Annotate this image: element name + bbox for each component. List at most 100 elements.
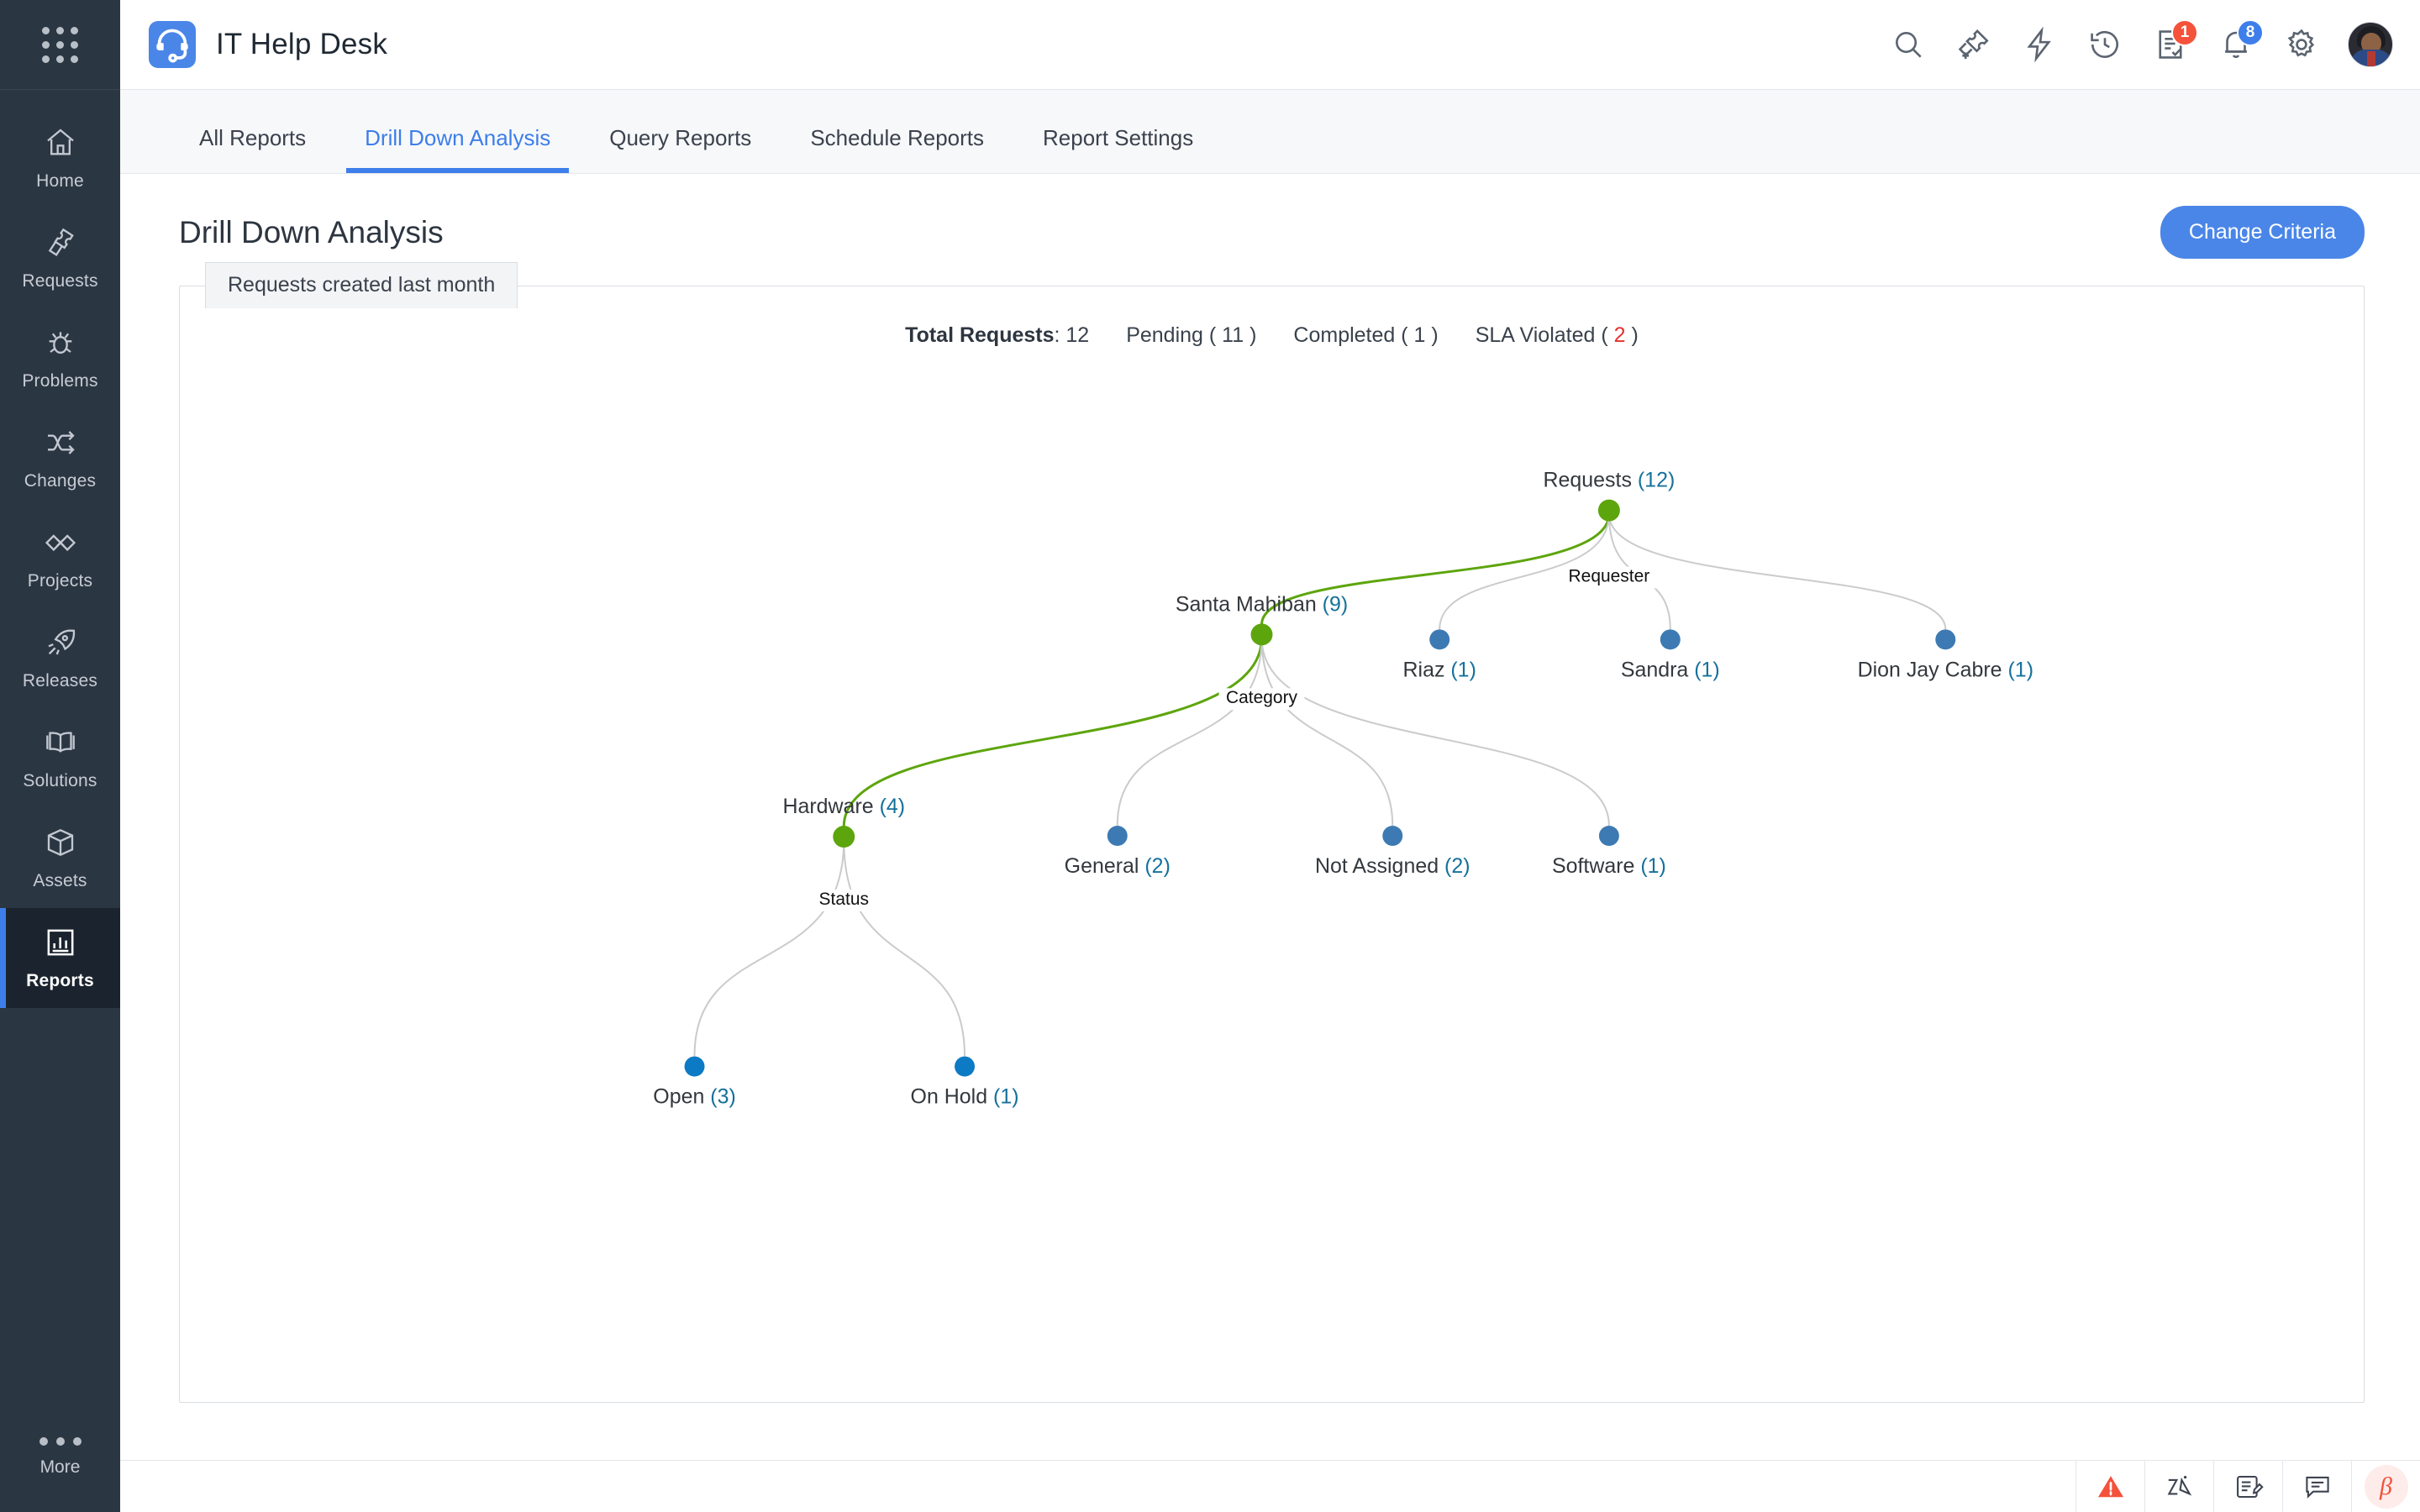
summary-completed: Completed ( 1 )	[1293, 323, 1439, 347]
shuffle-icon	[43, 425, 78, 460]
home-icon	[43, 125, 78, 160]
tree-node-label[interactable]: Open (3)	[653, 1085, 735, 1109]
sidebar-item-label: Reports	[26, 971, 94, 990]
sidebar-item-changes[interactable]: Changes	[0, 408, 120, 508]
sidebar-item-reports[interactable]: Reports	[0, 908, 120, 1008]
tab-report-settings[interactable]: Report Settings	[1043, 125, 1194, 150]
tree-node-label[interactable]: Software (1)	[1552, 854, 1666, 878]
tree-node-label[interactable]: Santa Mahiban (9)	[1176, 592, 1348, 616]
header-icon-group: 1 8	[1889, 19, 2393, 67]
tree-node-label[interactable]: On Hold (1)	[911, 1085, 1019, 1109]
left-sidebar: Home Requests Problems Changes	[0, 0, 120, 1512]
tree-node-dot[interactable]	[1598, 826, 1619, 846]
user-avatar[interactable]	[2348, 22, 2393, 67]
beta-badge[interactable]: β	[2351, 1461, 2420, 1512]
app-grid-icon[interactable]	[0, 0, 120, 90]
sidebar-item-label: Changes	[24, 471, 97, 491]
tree-node-label[interactable]: Not Assigned (2)	[1315, 854, 1470, 878]
tree-node[interactable]: Riaz (1)	[1403, 629, 1476, 681]
tree-node-dot[interactable]	[1382, 826, 1403, 846]
tree-edge	[1260, 638, 1394, 827]
tree-node-label[interactable]: Hardware (4)	[782, 795, 905, 818]
add-request-icon[interactable]	[1954, 25, 1993, 64]
sidebar-item-label: Home	[36, 171, 84, 191]
tree-edge	[842, 638, 1264, 827]
tree-edge-label: Status	[819, 890, 869, 909]
main-area: IT Help Desk 1	[120, 0, 2420, 1512]
projects-icon	[43, 525, 78, 560]
summary-total: Total Requests: 12	[905, 323, 1089, 348]
change-criteria-button[interactable]: Change Criteria	[2160, 206, 2365, 259]
beta-label: β	[2364, 1464, 2408, 1509]
book-icon	[43, 725, 78, 760]
sidebar-item-label: Solutions	[23, 771, 97, 790]
tree-edge	[843, 840, 966, 1057]
sidebar-item-home[interactable]: Home	[0, 108, 120, 208]
sidebar-item-requests[interactable]: Requests	[0, 208, 120, 308]
tree-node[interactable]: Sandra (1)	[1621, 629, 1720, 681]
tree-node-label[interactable]: Dion Jay Cabre (1)	[1858, 658, 2033, 681]
tree-edge	[693, 840, 845, 1057]
sidebar-item-label: Requests	[22, 271, 98, 291]
report-card: Requests created last month Total Reques…	[179, 262, 2365, 1403]
sidebar-item-releases[interactable]: Releases	[0, 608, 120, 708]
tree-node-dot[interactable]	[955, 1056, 976, 1077]
alert-triangle-icon[interactable]	[2075, 1461, 2144, 1512]
tree-node-dot[interactable]	[1429, 629, 1450, 650]
tree-node[interactable]: Hardware (4)	[782, 795, 905, 848]
tree-node-label[interactable]: Requests (12)	[1544, 469, 1676, 492]
sidebar-item-problems[interactable]: Problems	[0, 308, 120, 408]
report-tabs: All Reports Drill Down Analysis Query Re…	[120, 90, 2420, 174]
tree-node-label[interactable]: General (2)	[1065, 854, 1171, 878]
tree-node-dot[interactable]	[1107, 826, 1128, 846]
tab-all-reports[interactable]: All Reports	[199, 125, 307, 150]
summary-sla-value: 2	[1613, 323, 1626, 347]
summary-total-label: Total Requests	[905, 323, 1055, 347]
brand[interactable]: IT Help Desk	[149, 21, 387, 68]
quick-action-icon[interactable]	[2020, 25, 2059, 64]
summary-total-value: : 12	[1054, 323, 1090, 347]
report-card-tab[interactable]: Requests created last month	[205, 262, 518, 308]
summary-bar: Total Requests: 12 Pending ( 11 ) Comple…	[180, 323, 2364, 348]
tree-node-label[interactable]: Sandra (1)	[1621, 658, 1720, 681]
tree-node-dot[interactable]	[1597, 499, 1620, 522]
tree-node[interactable]: Software (1)	[1552, 826, 1666, 878]
tree-node[interactable]: Open (3)	[653, 1056, 736, 1109]
tree-node[interactable]: Not Assigned (2)	[1315, 826, 1470, 878]
tree-node[interactable]: Dion Jay Cabre (1)	[1858, 629, 2033, 681]
notes-edit-icon[interactable]	[2213, 1461, 2282, 1512]
tree-node-dot[interactable]	[833, 826, 855, 848]
tree-edge	[1607, 513, 1947, 630]
tree-node[interactable]: Requests (12)	[1544, 469, 1676, 522]
sidebar-item-more[interactable]: More	[0, 1403, 120, 1512]
tree-node-label[interactable]: Riaz (1)	[1403, 658, 1476, 681]
tree-node-dot[interactable]	[684, 1056, 705, 1077]
sidebar-item-assets[interactable]: Assets	[0, 808, 120, 908]
chat-icon[interactable]	[2282, 1461, 2351, 1512]
zia-icon[interactable]	[2144, 1461, 2213, 1512]
notification-icon[interactable]: 8	[2217, 19, 2264, 64]
tree-node[interactable]: Santa Mahiban (9)	[1176, 592, 1348, 646]
rocket-icon	[43, 625, 78, 660]
tree-node-dot[interactable]	[1660, 629, 1681, 650]
headset-icon	[149, 21, 196, 68]
tree-node[interactable]: On Hold (1)	[911, 1056, 1019, 1109]
sidebar-item-label: Releases	[22, 671, 98, 690]
sidebar-item-projects[interactable]: Projects	[0, 508, 120, 608]
settings-gear-icon[interactable]	[2282, 25, 2321, 64]
tab-query-reports[interactable]: Query Reports	[609, 125, 752, 150]
tree-node[interactable]: General (2)	[1065, 826, 1171, 878]
history-icon[interactable]	[2086, 25, 2124, 64]
sidebar-item-solutions[interactable]: Solutions	[0, 708, 120, 808]
approvals-icon[interactable]: 1	[2151, 19, 2198, 64]
search-icon[interactable]	[1889, 25, 1928, 64]
tab-drill-down-analysis[interactable]: Drill Down Analysis	[346, 125, 570, 173]
tree-node-dot[interactable]	[1250, 623, 1273, 646]
summary-sla-violated: SLA Violated ( 2 )	[1475, 323, 1639, 347]
sidebar-item-label: More	[39, 1457, 81, 1477]
tab-schedule-reports[interactable]: Schedule Reports	[810, 125, 984, 150]
tree-node-dot[interactable]	[1935, 629, 1956, 650]
tree-edge	[1260, 638, 1610, 827]
